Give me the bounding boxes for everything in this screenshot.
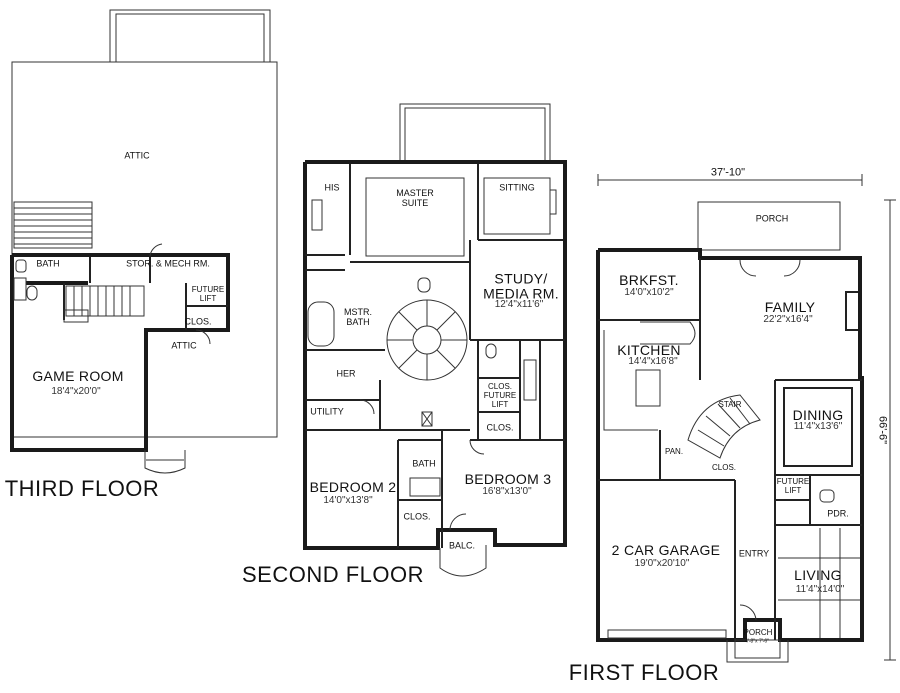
first-clos-label: CLOS. [711,463,737,472]
third-stair [63,285,145,323]
garage-label: 2 CAR GARAGE [611,542,721,558]
powder-room-label: PDR. [827,508,849,519]
bedroom3-label: BEDROOM 3 [464,471,552,487]
her-closet-label: HER [336,368,356,379]
kitchen-dims: 14'4"x16'8" [628,356,678,367]
third-stor-mech-label: STOR. & MECH RM. [126,258,210,269]
master-suite-label: MASTER SUITE [396,188,434,208]
third-attic-small-label: ATTIC [171,340,197,351]
first-curved-stair [687,394,761,459]
third-floor-title: THIRD FLOOR [4,476,160,501]
second-bath-label: BATH [412,458,436,469]
rear-porch-label: PORCH [755,213,789,224]
study-media-label: STUDY/ MEDIA RM. [483,270,559,301]
depth-dimension: 66'-6" [876,415,889,445]
front-porch-label: PORCH [743,628,773,637]
bedroom2-dims: 14'0"x13'8" [323,495,373,506]
breakfast-dims: 14'0"x10'2" [624,287,674,298]
family-dims: 22'2"x16'4" [763,314,813,325]
bedroom3-dims: 16'8"x13'0" [482,486,532,497]
third-future-lift-label: FUTURE LIFT [191,285,225,303]
third-floor-plan [10,9,278,474]
third-attic-label: ATTIC [124,150,150,161]
garage-dims: 19'0"x20'10" [634,558,690,569]
living-label: LIVING [794,567,842,583]
pantry-label: PAN. [664,447,684,456]
mstr-bath-label: MSTR. BATH [344,307,372,327]
second-floor-plan [303,103,567,577]
roof-hatch [13,201,93,249]
game-room-label: GAME ROOM [32,368,124,384]
first-future-lift-label: FUTURE LIFT [776,477,810,495]
third-clos-label: CLOS. [184,316,212,327]
clos-future-lift-label: CLOS. FUTURE LIFT [483,381,517,409]
living-windows [778,528,860,638]
dining-dims: 11'4"x13'6" [793,421,843,432]
balcony-label: BALC. [448,540,476,551]
sitting-label: SITTING [499,182,535,193]
stair-label: STAIR [718,400,742,409]
second-clos-a-label: CLOS. [486,422,514,433]
third-bath-label: BATH [36,258,60,269]
entry-label: ENTRY [738,548,770,559]
first-floor-title: FIRST FLOOR [568,660,720,685]
second-floor-title: SECOND FLOOR [241,562,425,587]
second-clos-b-label: CLOS. [403,511,431,522]
his-closet-label: HIS [324,182,340,193]
kitchen-label: KITCHEN [617,342,681,358]
bedroom2-label: BEDROOM 2 [309,479,397,495]
width-dimension: 37'-10" [710,166,746,179]
first-floor-plan [596,174,896,663]
breakfast-label: BRKFST. [619,272,679,288]
family-label: FAMILY [764,299,816,315]
dining-label: DINING [792,407,844,423]
study-media-dims: 12'4"x11'6" [494,299,544,310]
second-spiral-stair [386,299,468,381]
game-room-dims: 18'4"x20'0" [51,386,101,397]
front-porch-dims: 4'-8"x 7'-6" [745,638,769,645]
utility-label: UTILITY [310,406,344,417]
living-dims: 11'4"x14'0" [795,584,845,595]
